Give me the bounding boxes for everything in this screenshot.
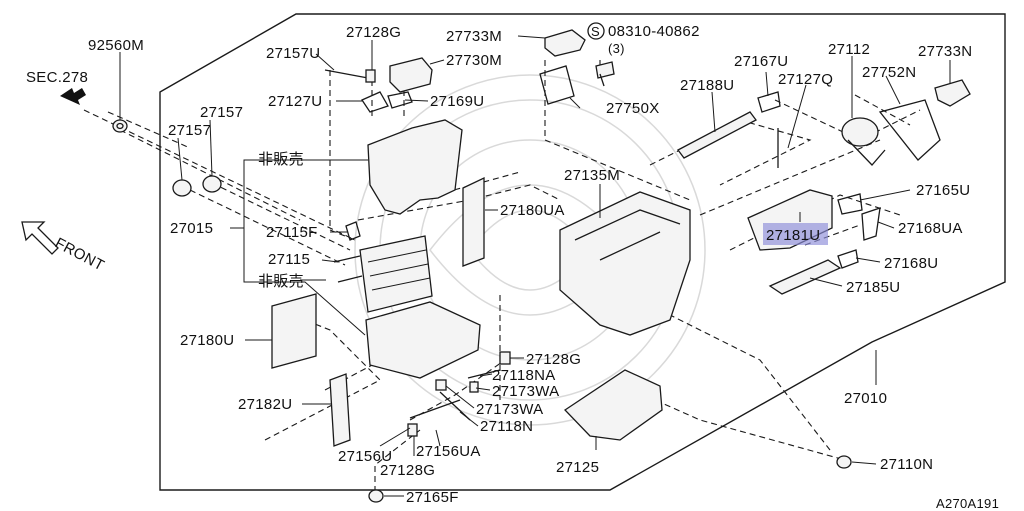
filter-27180u [271, 293, 317, 369]
label-27125[interactable]: 27125 [556, 459, 599, 476]
label-27115[interactable]: 27115 [268, 251, 310, 268]
label-27112[interactable]: 27112 [828, 41, 870, 58]
label-27127u[interactable]: 27127U [268, 93, 322, 110]
label-27115f[interactable]: 27115F [266, 224, 318, 241]
label-27752n[interactable]: 27752N [862, 64, 916, 81]
label-27185u[interactable]: 27185U [846, 279, 900, 296]
link-27127u [361, 91, 389, 113]
duct-27125 [563, 369, 663, 441]
label-27118na[interactable]: 27118NA [492, 367, 556, 384]
label-27167u[interactable]: 27167U [734, 53, 788, 70]
filter-27185u [768, 259, 842, 295]
grommet-92560m [112, 119, 128, 133]
filter-27180ua [462, 176, 485, 267]
label-92560m[interactable]: 92560M [88, 37, 144, 54]
screw-s-symbol [587, 22, 605, 40]
clip-27165f [368, 489, 384, 503]
label-08310[interactable]: 08310-40862 [608, 23, 700, 40]
label-27188u[interactable]: 27188U [680, 77, 734, 94]
label-27135m[interactable]: 27135M [564, 167, 620, 184]
label-27015[interactable]: 27015 [170, 220, 213, 237]
label-27157u[interactable]: 27157U [266, 45, 320, 62]
connector-27733n [934, 79, 971, 107]
rod-27118na [467, 369, 501, 379]
label-27173wa-b[interactable]: 27173WA [476, 401, 543, 418]
link-27167u [757, 91, 781, 113]
seal-27182u [329, 373, 351, 447]
leader-lines [119, 35, 951, 497]
grommet-27157-a [172, 179, 192, 197]
clip-27115f [345, 221, 361, 241]
actuator-27112 [841, 117, 886, 166]
front-arrow-icon [21, 221, 59, 255]
label-27182u[interactable]: 27182U [238, 396, 292, 413]
diagram-code: A270A191 [936, 496, 999, 511]
label-27165f[interactable]: 27165F [406, 489, 459, 506]
label-27128g-bottom[interactable]: 27128G [380, 462, 435, 479]
sensor-27733m [544, 29, 586, 57]
screw-08310 [595, 61, 615, 87]
actuator-27730m [389, 57, 433, 93]
label-27157-b[interactable]: 27157 [200, 104, 243, 121]
assembly-frame [159, 13, 1006, 491]
label-27118n[interactable]: 27118N [480, 418, 533, 435]
label-27157-a[interactable]: 27157 [168, 122, 211, 139]
label-27730m[interactable]: 27730M [446, 52, 502, 69]
label-27165u[interactable]: 27165U [916, 182, 970, 199]
clip-27173wa-a [469, 381, 479, 393]
label-front: FRONT [52, 235, 107, 275]
nut-27110n [836, 455, 852, 469]
label-27733m[interactable]: 27733M [446, 28, 502, 45]
heater-case-lower [365, 301, 481, 379]
grommet-27157-b [202, 175, 222, 193]
sec278-arrow-icon [60, 88, 86, 105]
label-27128g-top[interactable]: 27128G [346, 24, 401, 41]
lever-27168ua [861, 207, 881, 241]
clip-27173wa-b [435, 379, 447, 391]
label-27168u[interactable]: 27168U [884, 255, 938, 272]
label-27010[interactable]: 27010 [844, 390, 887, 407]
label-08310-prefix: S [591, 24, 600, 39]
label-27110n[interactable]: 27110N [880, 456, 933, 473]
bracket-27750x [539, 65, 575, 105]
label-27169u[interactable]: 27169U [430, 93, 484, 110]
rod-27156u [409, 399, 461, 419]
label-27181u[interactable]: 27181U [766, 227, 820, 244]
heater-core-27115 [333, 235, 433, 313]
clip-27128g-mid [499, 351, 511, 365]
label-27168ua[interactable]: 27168UA [898, 220, 963, 237]
label-hihanbai-2: 非販売 [258, 273, 304, 290]
bracket-27752n [878, 99, 941, 161]
label-27127q[interactable]: 27127Q [778, 71, 833, 88]
label-27180u[interactable]: 27180U [180, 332, 234, 349]
part-labels: 92560M SEC.278 27157 27157 FRONT 27015 2… [26, 23, 999, 511]
clip-27128g-top [365, 69, 376, 83]
label-hihanbai-1: 非販売 [258, 151, 304, 168]
label-27173wa-a[interactable]: 27173WA [492, 383, 559, 400]
lever-27169u [387, 91, 413, 109]
label-27733n[interactable]: 27733N [918, 43, 972, 60]
main-case-27135m [559, 191, 691, 336]
label-27750x[interactable]: 27750X [606, 100, 660, 117]
clip-27165u [837, 193, 863, 215]
clip-27128g-bottom [407, 423, 418, 437]
label-27128g-mid[interactable]: 27128G [526, 351, 581, 368]
label-27156u[interactable]: 27156U [338, 448, 392, 465]
label-08310-qty: (3) [608, 41, 625, 56]
rod-27157u [324, 69, 369, 79]
strip-27188u [677, 111, 757, 159]
label-27180ua[interactable]: 27180UA [500, 202, 565, 219]
label-sec278[interactable]: SEC.278 [26, 69, 88, 86]
highlight-box [763, 223, 828, 245]
link-27168u [837, 249, 859, 269]
label-27156ua[interactable]: 27156UA [416, 443, 481, 460]
heater-case-upper [367, 119, 463, 215]
